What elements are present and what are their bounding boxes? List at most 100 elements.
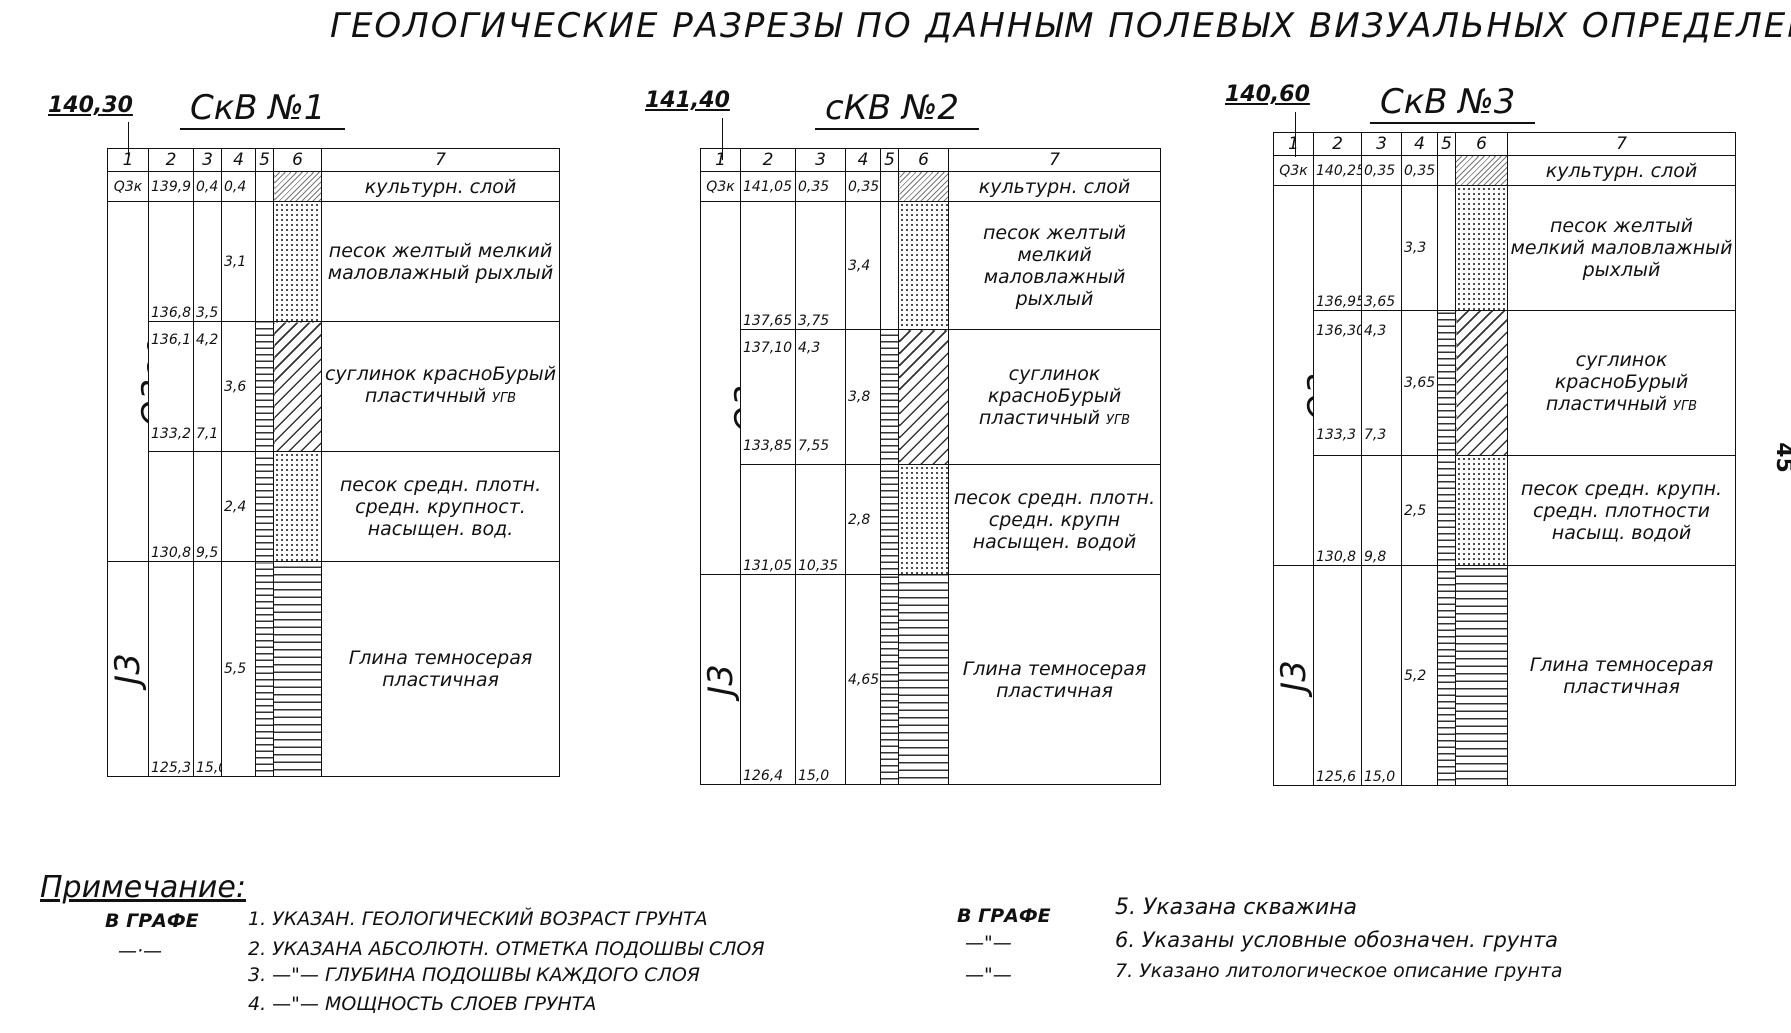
age-label: Q3ae xyxy=(135,336,149,427)
note-ditto-2: —"— xyxy=(965,964,1012,986)
depth-cell: 15,0 xyxy=(795,574,846,785)
layer-row: Q3ae 137,65 3,75 3,4 песок желтый мелкий… xyxy=(700,201,1161,575)
well-cell xyxy=(1437,185,1456,311)
page-number: 45 xyxy=(1770,442,1791,473)
depth-gwl: 4,3 xyxy=(798,340,821,356)
abs-elevation-bottom: 133,3 xyxy=(1316,427,1357,443)
note-5: 5. Указана скважина xyxy=(1115,895,1358,920)
col-header-6: 6 xyxy=(273,148,322,172)
layer-text: суглинок красноБурый пластичный xyxy=(324,363,557,407)
well-cell xyxy=(880,171,899,202)
sand-symbol xyxy=(1455,185,1508,311)
borehole-1-elevation: 140,30 xyxy=(48,93,133,118)
abs-elevation-cell: 136,95 xyxy=(1313,185,1362,311)
abs-elevation-cell: 136,8 xyxy=(148,201,194,322)
sand-symbol xyxy=(273,201,322,322)
culture-layer-row: Q3к 141,05 0,35 0,35 культурн. слой xyxy=(700,171,1161,202)
thickness-cell: 5,5 xyxy=(221,561,256,777)
water-level-symbol xyxy=(255,321,274,452)
age-label: Q3ae xyxy=(728,342,741,434)
col-header-1: 1 xyxy=(1273,132,1314,156)
depth-cell: 9,8 xyxy=(1361,455,1402,566)
age-cell: Q3к xyxy=(700,171,741,202)
note-6: 6. Указаны условные обозначен. грунта xyxy=(1115,928,1559,952)
thickness-cell: 2,8 xyxy=(845,464,881,575)
thickness-cell: 0,4 xyxy=(221,171,256,202)
layer-row: 130,8 9,5 2,4 песок средн. плотн. средн.… xyxy=(108,451,560,562)
abs-elevation-cell: 137,65 xyxy=(740,201,796,330)
depth-cell: 15,0 xyxy=(1361,565,1402,786)
abs-elevation-cell: 130,8 xyxy=(1313,455,1362,566)
depth-cell: 4,3 7,55 xyxy=(795,329,846,465)
borehole-3-elevation: 140,60 xyxy=(1225,82,1310,107)
thickness-cell: 3,6 xyxy=(221,321,256,452)
note-3: 3. —"— ГЛУБИНА ПОДОШВЫ КАЖДОГО СЛОЯ xyxy=(248,964,700,986)
col-header-5: 5 xyxy=(255,148,274,172)
borehole-2-name: сКВ №2 xyxy=(815,88,979,130)
layer-description: Глина темносерая пластичная xyxy=(948,574,1161,785)
layer-description: песок желтый мелкий маловлажный рыхлый xyxy=(1507,185,1736,311)
well-cell xyxy=(1437,155,1456,186)
layer-row: 131,05 10,35 2,8 песок средн. плотн. сре… xyxy=(701,464,1161,575)
layer-description: суглинок красноБурый пластичный УГВ xyxy=(1507,310,1736,456)
layer-description: Глина темносерая пластичная xyxy=(1507,565,1736,786)
col-header-5: 5 xyxy=(1437,132,1456,156)
borehole-3-name: СкВ №3 xyxy=(1370,82,1536,124)
depth-cell: 0,35 xyxy=(795,171,846,202)
borehole-3-log-table: 1 2 3 4 5 6 7 Q3к 140,25 0,35 0,35 культ… xyxy=(1273,132,1736,786)
thickness-cell: 2,5 xyxy=(1401,455,1438,566)
age-cell: Q3к xyxy=(107,171,149,202)
clay-symbol xyxy=(1455,565,1508,786)
water-symbol xyxy=(255,561,274,777)
age-cell: J3 xyxy=(700,574,741,785)
note-line-dash-dot: —·— xyxy=(118,940,163,962)
gwl-tag: УГВ xyxy=(492,391,517,406)
abs-elevation-cell: 139,9 xyxy=(148,171,194,202)
sand-symbol xyxy=(898,464,949,575)
notes-left-lead: В ГРАФЕ xyxy=(105,910,199,932)
well-cell xyxy=(880,201,899,330)
thickness-cell: 3,65 xyxy=(1401,310,1438,456)
age-label: Q3ae xyxy=(1301,330,1314,421)
age-cell: Q3к xyxy=(1273,155,1314,186)
age-label: J3 xyxy=(107,653,148,685)
loam-symbol xyxy=(1455,310,1508,456)
col-header-1: 1 xyxy=(107,148,149,172)
thickness-cell: 3,3 xyxy=(1401,185,1438,311)
culture-layer-symbol xyxy=(273,171,322,202)
thickness-cell: 3,4 xyxy=(845,201,881,330)
col-header-1: 1 xyxy=(700,148,741,172)
clay-symbol xyxy=(898,574,949,785)
abs-elevation-gwl: 136,1 xyxy=(151,331,192,348)
layer-row: J3 125,6 15,0 5,2 Глина темносерая пласт… xyxy=(1273,565,1736,786)
sand-symbol xyxy=(273,451,322,562)
depth-cell: 9,5 xyxy=(193,451,222,562)
layer-description: Глина темносерая пластичная xyxy=(321,561,560,777)
borehole-2-elevation: 141,40 xyxy=(645,88,730,113)
col-header-2: 2 xyxy=(1313,132,1362,156)
depth-bottom: 7,55 xyxy=(798,438,830,454)
depth-cell: 10,35 xyxy=(795,464,846,575)
borehole-1-marker-line xyxy=(128,122,129,160)
layer-text: суглинок красноБурый пластичный xyxy=(978,362,1122,429)
layer-description: песок желтый мелкий маловлажный рыхлый xyxy=(321,201,560,322)
col-header-4: 4 xyxy=(221,148,256,172)
layer-description: суглинок красноБурый пластичный УГВ xyxy=(321,321,560,452)
depth-bottom: 7,1 xyxy=(196,425,219,442)
header-row: 1 2 3 4 5 6 7 xyxy=(700,148,1161,172)
col-header-2: 2 xyxy=(148,148,194,172)
sand-symbol xyxy=(1455,455,1508,566)
abs-elevation-cell: 141,05 xyxy=(740,171,796,202)
abs-elevation-cell: 126,4 xyxy=(740,574,796,785)
layer-text: суглинок красноБурый пластичный xyxy=(1545,348,1689,415)
culture-layer-row: Q3к 140,25 0,35 0,35 культурн. слой xyxy=(1273,155,1736,186)
col-header-6: 6 xyxy=(898,148,949,172)
thickness-cell: 3,8 xyxy=(845,329,881,465)
loam-symbol xyxy=(273,321,322,452)
gwl-tag: УГВ xyxy=(1673,398,1698,414)
layer-description: культурн. слой xyxy=(1507,155,1736,186)
